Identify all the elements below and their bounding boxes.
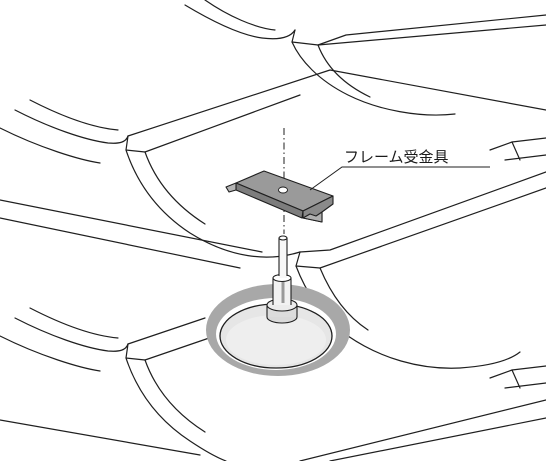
roof-tile-row-bottom [0, 365, 546, 461]
post-rod-top [278, 235, 288, 241]
roof-tile-row-fourth [0, 307, 227, 461]
frame-bracket-icon [225, 170, 334, 223]
washer-base-shade [226, 315, 326, 365]
roof-tile-row-top [184, 0, 546, 116]
callout-label: フレーム受金具 [344, 148, 449, 166]
bracket-bolt-hole [278, 186, 288, 194]
callout-leader-line [309, 166, 490, 191]
bracket-hook [302, 211, 323, 223]
callout-frame-bracket: フレーム受金具 [309, 146, 490, 191]
callout-label-bg [340, 146, 480, 166]
post-rod [279, 238, 287, 278]
roof-tile-row-right [295, 137, 546, 269]
roof-tile-row-second [0, 69, 546, 258]
support-post-icon [266, 235, 298, 324]
bracket-left-tab [225, 182, 237, 193]
